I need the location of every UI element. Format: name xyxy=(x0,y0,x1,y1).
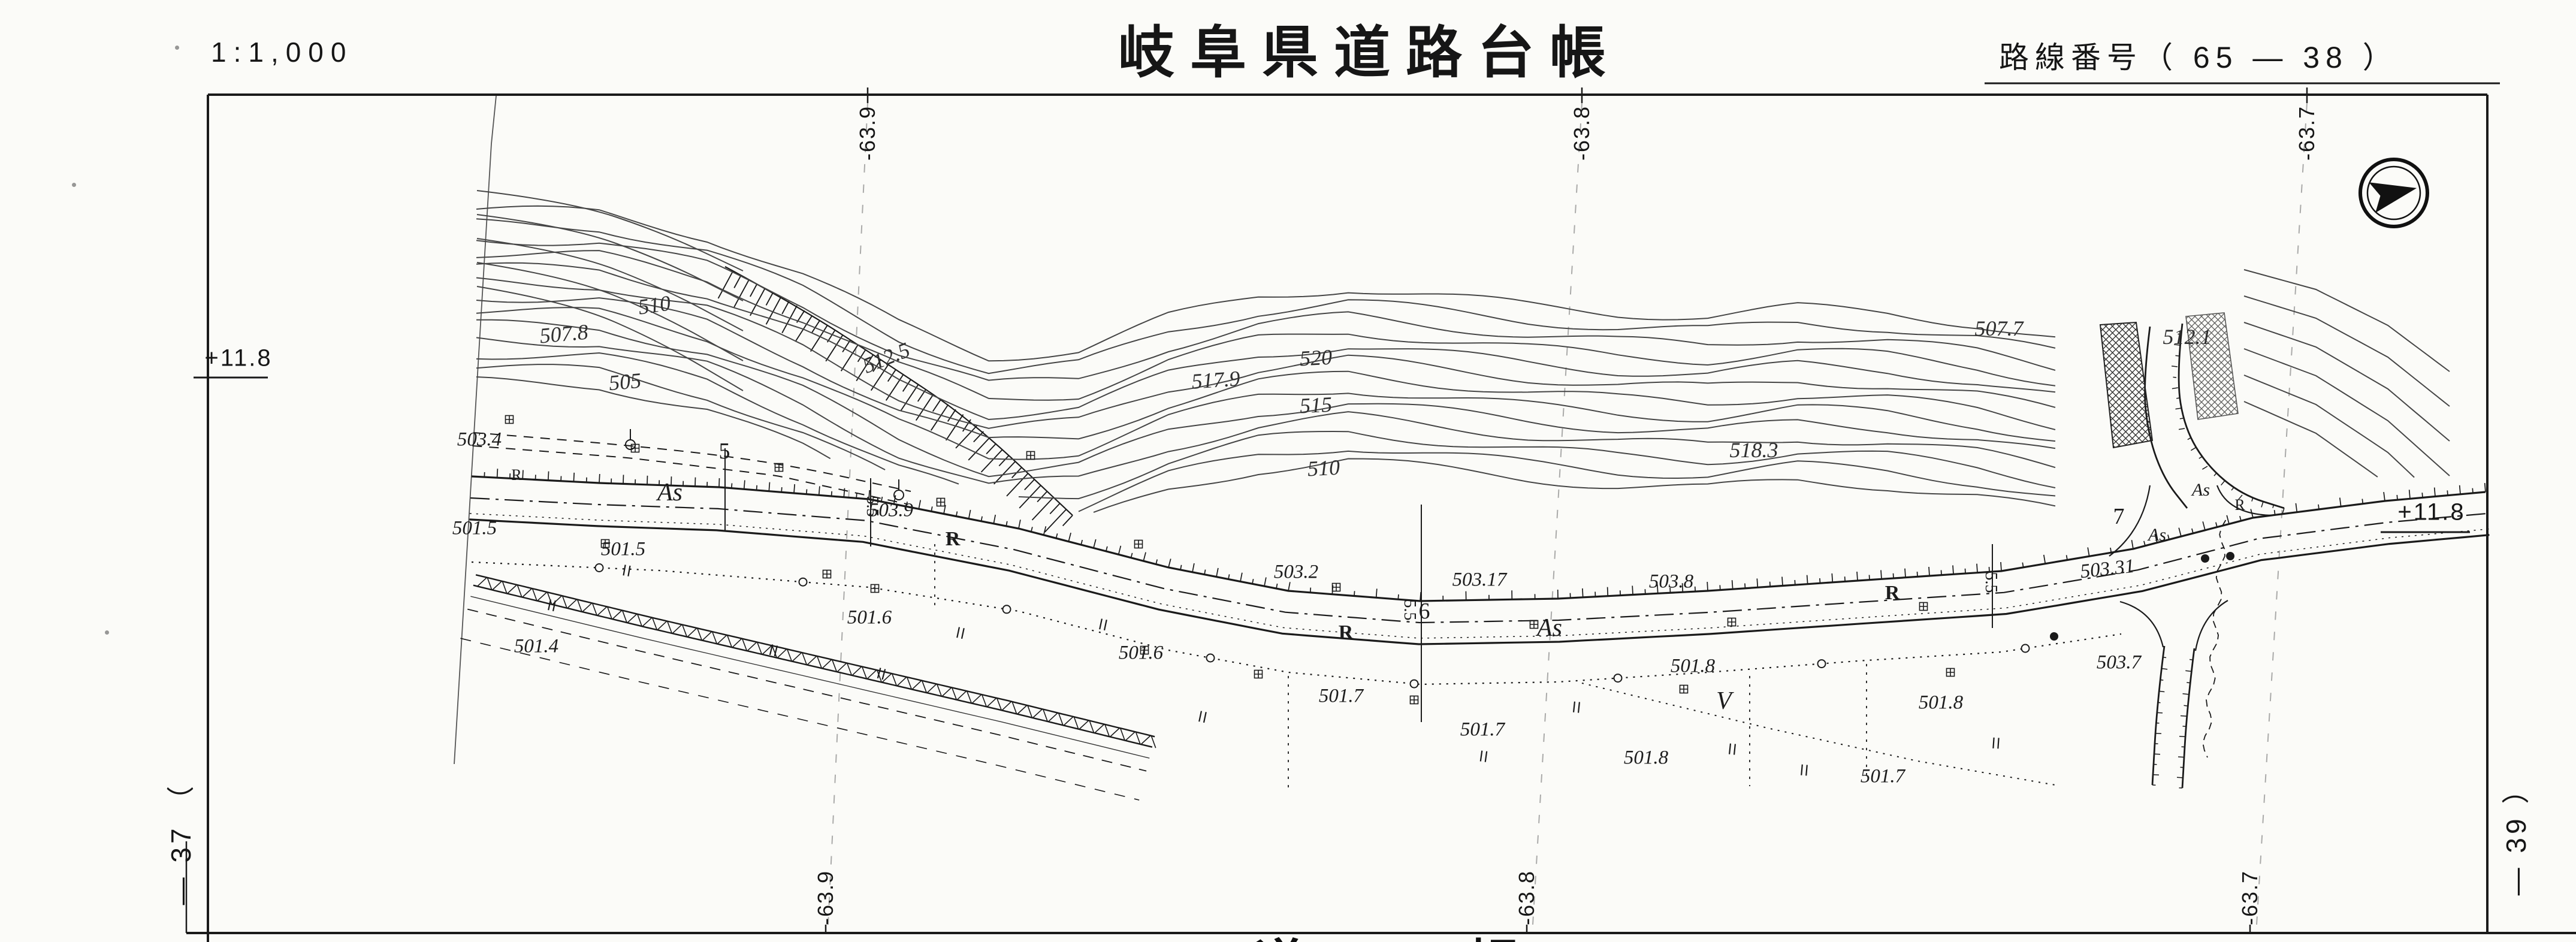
map-label: 501.4 xyxy=(514,635,559,657)
page-title: 岐阜県道路台帳 xyxy=(1118,21,1621,84)
next-sheet-title-fragment: 帳 xyxy=(1467,922,1518,942)
scan-speck xyxy=(72,183,76,187)
map-label: 501.7 xyxy=(1318,685,1364,707)
map-label: R xyxy=(1338,621,1354,644)
map-label: 501.8 xyxy=(1623,747,1669,769)
map-label: 510 xyxy=(636,291,672,319)
map-label: 5 xyxy=(718,439,730,464)
map-label: 503.9 xyxy=(868,499,914,521)
north-arrow-icon xyxy=(2358,158,2429,228)
map-label: As xyxy=(2192,480,2210,500)
map-label: 515 xyxy=(1298,392,1333,418)
map-label: As xyxy=(2148,525,2166,545)
grid-label-bottom: -63.8 xyxy=(1514,869,1539,926)
map-label: R xyxy=(2234,496,2245,514)
map-label: 501.6 xyxy=(1118,642,1164,664)
map-label: 510 xyxy=(1306,455,1341,481)
elevation-label-right: +11.8 xyxy=(2397,499,2466,526)
map-label: 512.1 xyxy=(2163,325,2212,349)
map-label: 503.2 xyxy=(1273,561,1319,583)
map-label: 507.8 xyxy=(538,319,590,348)
scale-label: 1:1,000 xyxy=(211,37,354,68)
scan-speck xyxy=(175,46,179,50)
map-label: 5.5 xyxy=(1982,572,2000,593)
map-label: 501.5 xyxy=(600,538,646,560)
map-label: 501.7 xyxy=(1860,765,1905,787)
map-label: 503.7 xyxy=(2096,651,2142,674)
next-sheet-title-fragment: 道 xyxy=(1254,922,1306,942)
grid-label-top: -63.8 xyxy=(1569,105,1594,161)
map-label: 503.4 xyxy=(457,428,502,451)
map-label: 7 xyxy=(2113,504,2125,529)
map-label: V xyxy=(1716,687,1732,715)
map-label: 5.5 xyxy=(863,496,881,517)
map-label: R xyxy=(511,466,522,484)
grid-label-top: -63.9 xyxy=(855,105,880,161)
map-label: 501.8 xyxy=(1670,655,1716,677)
map-label: 503.8 xyxy=(1648,570,1694,593)
route-number-label: 路線番号（ 65 — 38 ） xyxy=(1999,41,2399,74)
map-label: As xyxy=(657,479,682,506)
map-label: 503.17 xyxy=(1452,569,1507,591)
map-label: 518.3 xyxy=(1729,438,1778,462)
map-label: 517.9 xyxy=(1191,366,1241,394)
grid-label-top: -63.7 xyxy=(2294,105,2319,161)
map-label: As xyxy=(1537,614,1562,642)
map-label: 501.6 xyxy=(847,606,892,629)
map-label: 507.7 xyxy=(1974,316,2024,340)
map-label: 5.5 xyxy=(1400,599,1419,621)
sheet-ref-left: — 37 （ xyxy=(165,782,197,905)
grid-label-bottom: -63.7 xyxy=(2237,869,2262,926)
map-label: 501.8 xyxy=(1918,692,1964,714)
map-label: 501.7 xyxy=(1460,718,1505,741)
map-label: 6 xyxy=(1418,599,1430,624)
sheet-ref-right: — 39 ） xyxy=(2500,772,2532,896)
scan-speck xyxy=(105,630,109,635)
map-label: R xyxy=(945,528,961,550)
elevation-label-left: +11.8 xyxy=(204,345,273,372)
map-label: 520 xyxy=(1298,345,1333,371)
map-label: 501.5 xyxy=(452,517,497,539)
map-label: R xyxy=(1885,582,1900,604)
grid-label-bottom: -63.9 xyxy=(813,869,838,926)
map-label: 505 xyxy=(608,368,642,395)
